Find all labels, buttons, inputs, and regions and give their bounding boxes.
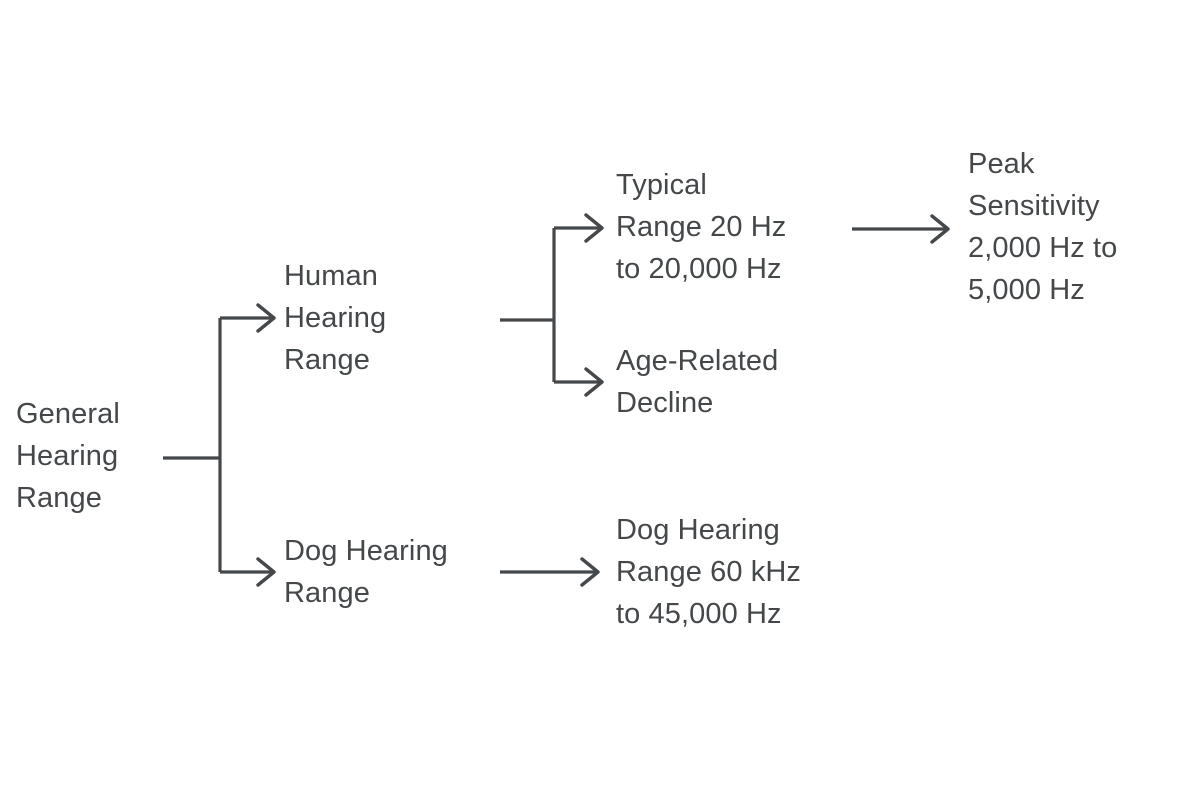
arrowhead-human-to-age-related [584,367,604,397]
node-dog-hearing-range-value[interactable]: Dog Hearing Range 60 kHz to 45,000 Hz [616,514,801,630]
edge-human-branch [500,226,600,384]
arrowhead-root-to-dog [256,557,276,587]
node-dog-hearing-range[interactable]: Dog Hearing Range [284,535,448,609]
node-age-related-decline[interactable]: Age-Related Decline [616,345,779,419]
arrowhead-root-to-human [256,303,276,333]
edge-typical-to-peak [852,214,950,244]
edge-dog-to-dog-range [500,557,600,587]
arrowhead-human-to-typical [584,213,604,243]
node-typical-range[interactable]: Typical Range 20 Hz to 20,000 Hz [616,169,787,285]
node-human-hearing-range[interactable]: Human Hearing Range [284,260,387,376]
node-peak-sensitivity[interactable]: Peak Sensitivity 2,000 Hz to 5,000 Hz [968,148,1118,306]
node-general-hearing-range[interactable]: General Hearing Range [16,398,120,514]
